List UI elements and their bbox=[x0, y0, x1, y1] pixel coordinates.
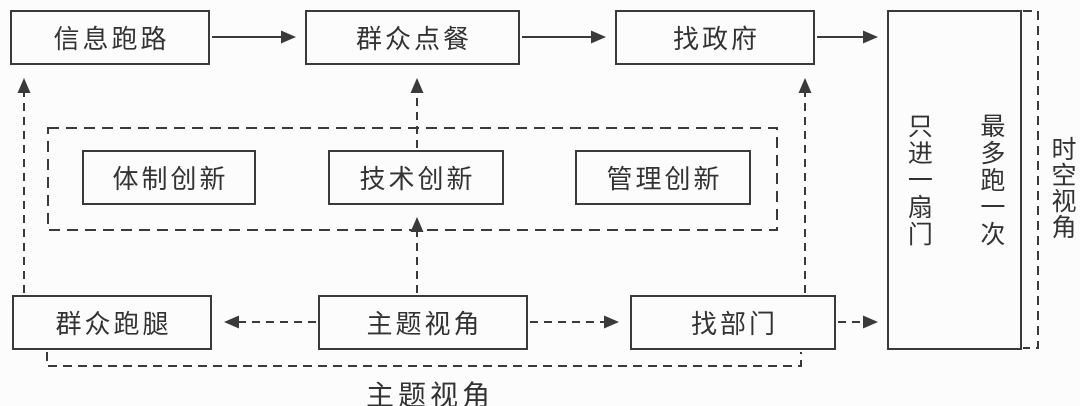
node-system-innovation: 体制创新 bbox=[82, 150, 256, 205]
bottom-bracket bbox=[46, 352, 802, 367]
node-info-runs: 信息跑路 bbox=[10, 10, 210, 65]
goal-text-one-door: 只进一扇门 bbox=[904, 112, 933, 248]
node-management-innovation: 管理创新 bbox=[575, 150, 751, 205]
node-theme-perspective: 主题视角 bbox=[318, 295, 528, 350]
node-goal-box: 最多跑一次 只进一扇门 bbox=[887, 10, 1022, 350]
node-masses-order: 群众点餐 bbox=[305, 10, 520, 65]
node-masses-errands: 群众跑腿 bbox=[12, 295, 212, 350]
node-find-department: 找部门 bbox=[630, 295, 836, 350]
goal-box-vertical-text: 最多跑一次 只进一扇门 bbox=[864, 113, 1045, 248]
right-bracket-label: 时空视角 bbox=[1048, 136, 1076, 240]
right-bracket bbox=[1023, 10, 1039, 349]
bottom-bracket-label: 主题视角 bbox=[365, 380, 494, 406]
node-tech-innovation: 技术创新 bbox=[328, 150, 504, 205]
goal-text-run-once: 最多跑一次 bbox=[976, 112, 1005, 248]
node-find-government: 找政府 bbox=[615, 10, 815, 65]
